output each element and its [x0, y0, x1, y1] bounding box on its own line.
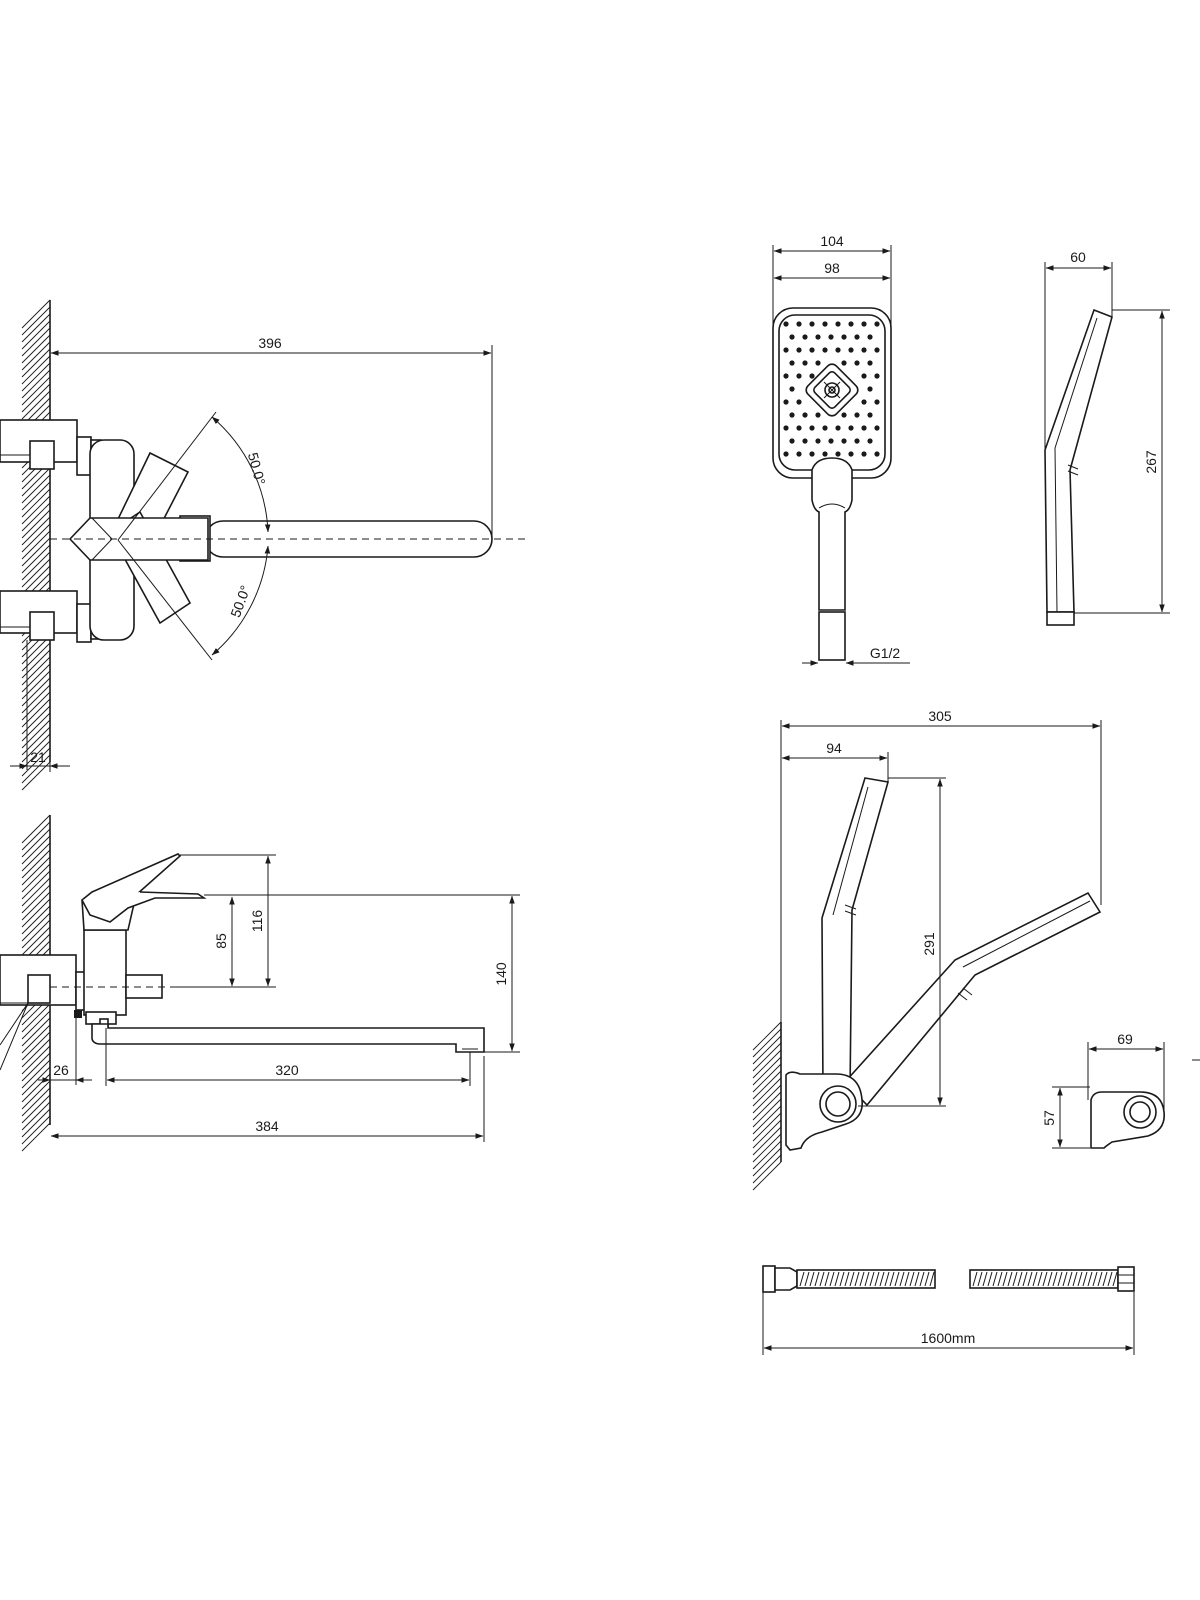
dimension-wall-offset: 21 [10, 749, 70, 772]
dimension-width-inner: 98 [773, 260, 891, 281]
dimension-spout-length: 320 [105, 1028, 471, 1086]
dimension-label-396: 396 [258, 335, 282, 351]
dimension-label-60: 60 [1070, 249, 1086, 265]
dimension-label-104: 104 [820, 233, 844, 249]
dimension-depth: 60 [1044, 249, 1113, 450]
dimension-label-69: 69 [1117, 1031, 1133, 1047]
dimension-thread: G1/2 [802, 645, 910, 666]
side-wall-connector [0, 954, 91, 1071]
dimension-label-384: 384 [255, 1118, 279, 1134]
dimension-label-116: 116 [249, 910, 265, 933]
spray-nozzles [783, 321, 880, 457]
side-body [83, 929, 163, 1028]
holder-view: 305 94 291 [752, 708, 1102, 1191]
dimension-total-height: 116 [180, 854, 276, 988]
spout [179, 515, 493, 562]
wall-connector-upper [0, 419, 102, 476]
dimension-label-267: 267 [1143, 450, 1159, 474]
thread-label: G1/2 [870, 645, 901, 661]
dimension-offset: 94 [781, 740, 889, 782]
dimension-label-26: 26 [53, 1062, 69, 1078]
dimension-holder-width: 69 [1087, 1031, 1165, 1112]
dimension-eccentric: 26 [38, 1010, 92, 1085]
dimension-outlet-height: 140 [204, 894, 520, 1053]
dimension-label-320: 320 [275, 1062, 299, 1078]
angle-label-lower: 50.0° [227, 583, 253, 619]
dimension-holder-height: 57 [1041, 1086, 1090, 1149]
faucet-side-view: 85 116 140 26 320 [0, 814, 520, 1152]
holder-detail: 69 57 [1041, 1031, 1165, 1149]
dimension-lever-height: 85 [170, 896, 238, 988]
faucet-front-view: 50.0° 50.0° 396 21 [0, 299, 525, 791]
dimension-label-305: 305 [928, 708, 952, 724]
hose-fitting-left [762, 1265, 776, 1293]
dimension-label-94: 94 [826, 740, 842, 756]
dimension-width-outer: 104 [772, 233, 892, 330]
dimension-label-98: 98 [824, 260, 840, 276]
wall-hatch [21, 299, 51, 791]
dimension-label-140: 140 [493, 962, 509, 986]
dimension-height: 291 [858, 777, 946, 1107]
dimension-hose-length: 1600mm [762, 1292, 1135, 1355]
dimension-label-57: 57 [1041, 1110, 1057, 1126]
side-spout [91, 1023, 485, 1053]
shower-hose: 1600mm [762, 1265, 1135, 1355]
angle-label-upper: 50.0° [245, 451, 269, 487]
shower-tilted [843, 891, 1102, 1107]
dimension-label-21: 21 [30, 749, 46, 765]
dimension-label-291: 291 [921, 932, 937, 956]
holder-wall-hatch [752, 1021, 782, 1191]
dimension-label-1600mm: 1600mm [921, 1330, 975, 1346]
dimension-spout-reach: 396 [50, 335, 493, 536]
spray-selector-button [805, 363, 859, 417]
dimension-label-85: 85 [213, 933, 229, 949]
hose-fitting-right [1117, 1266, 1135, 1292]
dimension-reach: 305 [780, 708, 1102, 1022]
shower-thread [818, 611, 846, 661]
hand-shower-front-view: 104 98 G1/2 [772, 233, 910, 666]
shower-handle [811, 457, 853, 611]
hand-shower-side-view: 60 267 [1044, 249, 1170, 626]
dimension-length: 267 [1074, 309, 1170, 614]
dimension-total-length: 384 [50, 1056, 485, 1142]
side-lever [81, 853, 207, 931]
